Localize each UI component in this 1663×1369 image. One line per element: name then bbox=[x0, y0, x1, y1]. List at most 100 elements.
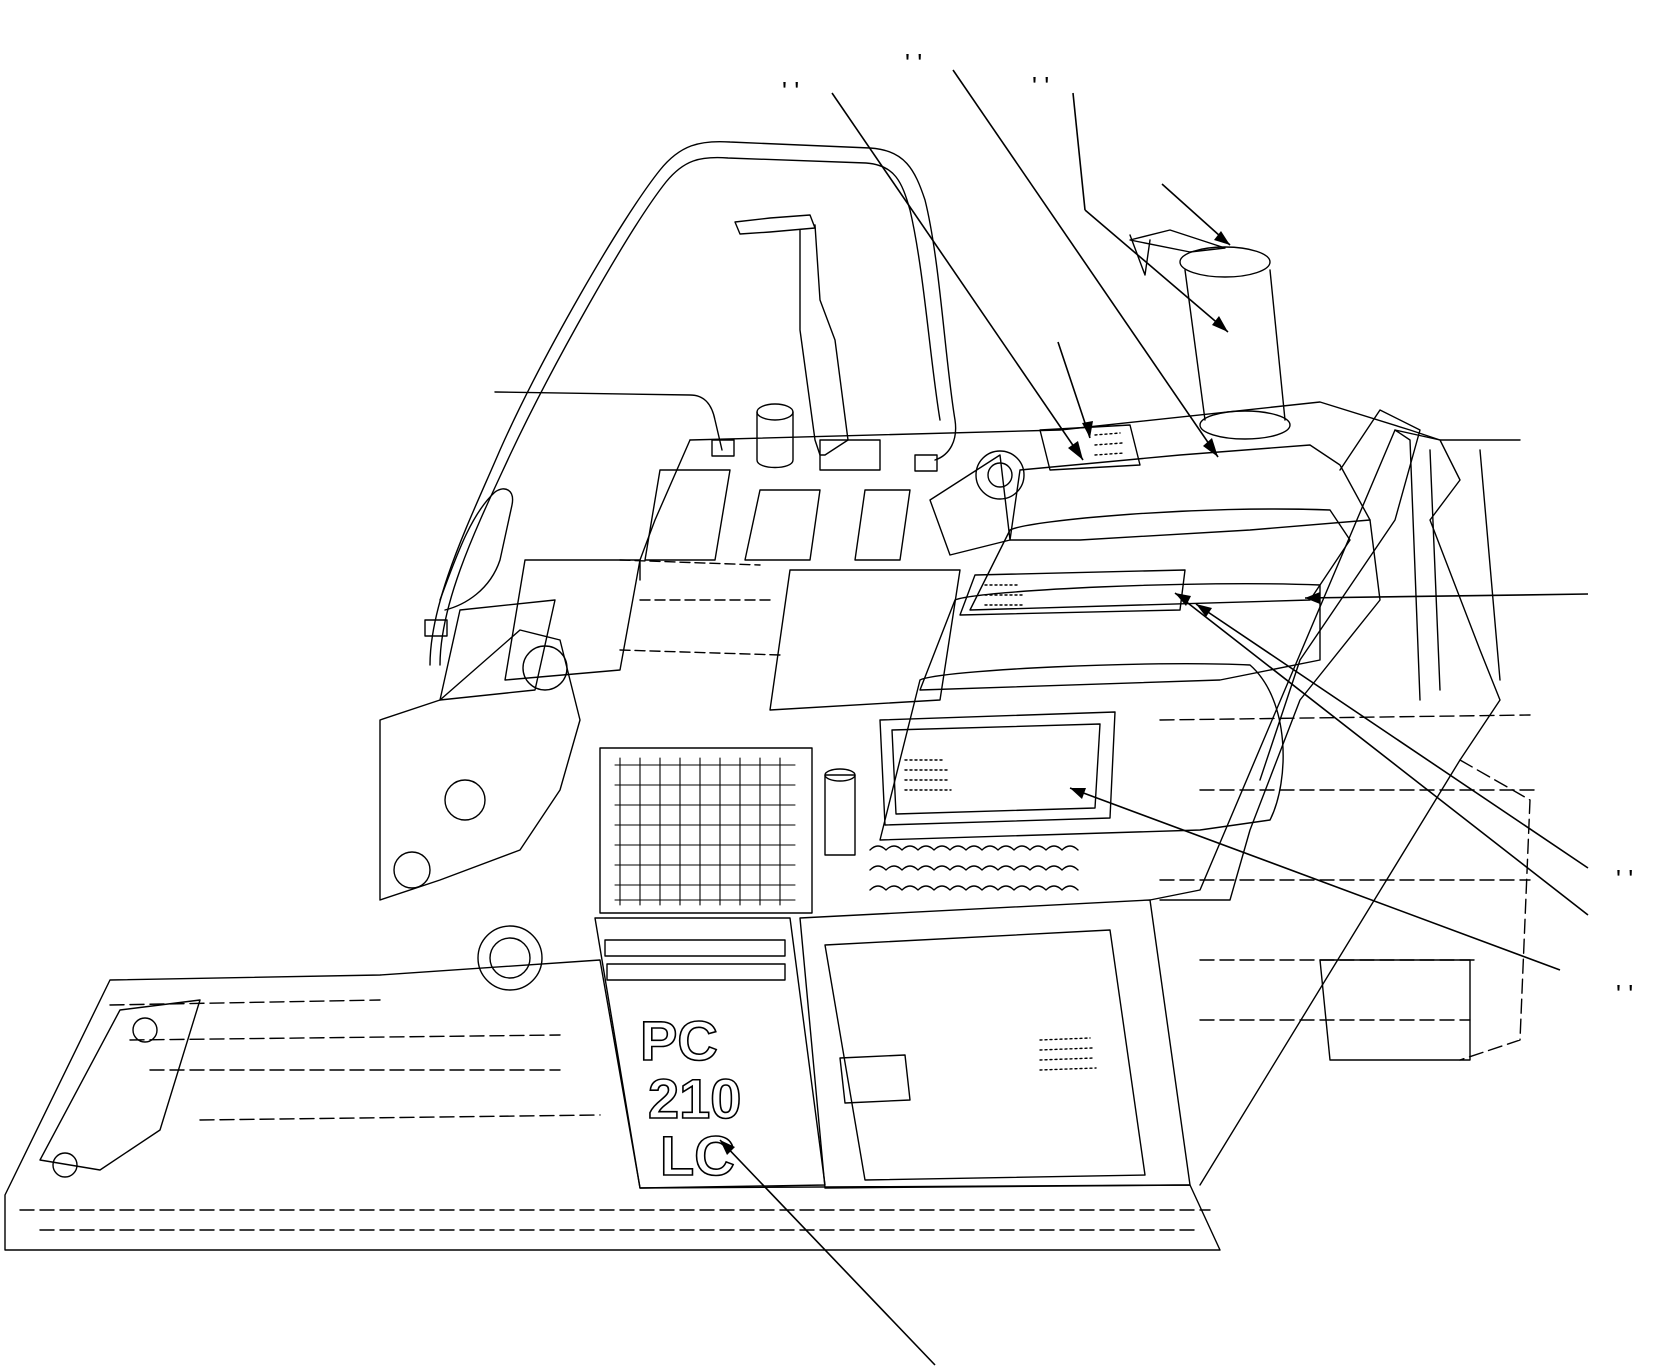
engine-hood-side-inner bbox=[1259, 409, 1421, 781]
deck-plate bbox=[744, 489, 821, 561]
side-panel-vent bbox=[606, 963, 786, 981]
leader-line bbox=[831, 92, 1084, 461]
swing-gear-inner bbox=[489, 937, 531, 979]
leader-line bbox=[1084, 209, 1229, 333]
swing-gear bbox=[477, 925, 543, 991]
boom-pin-boss bbox=[522, 645, 568, 691]
handrail-clamp bbox=[424, 619, 448, 637]
arrowhead bbox=[1175, 593, 1191, 606]
deck-plate bbox=[439, 599, 556, 701]
right-frame-post bbox=[1394, 429, 1501, 701]
arrowhead bbox=[1214, 231, 1230, 245]
hood-access-cover bbox=[1039, 424, 1141, 471]
arrowhead bbox=[1212, 316, 1228, 332]
arrowhead bbox=[1070, 788, 1086, 799]
engine-hood-side bbox=[1159, 519, 1381, 901]
boom-pin-boss bbox=[393, 851, 431, 889]
cooler-fins bbox=[869, 845, 1079, 891]
filler-cap-body bbox=[756, 411, 794, 469]
deck-plate bbox=[504, 559, 641, 681]
fuel-filter-cap bbox=[824, 768, 856, 782]
deck-plate bbox=[644, 469, 731, 561]
deck-plate bbox=[854, 489, 911, 561]
handrail-cross-rail bbox=[494, 391, 723, 451]
hood-access-door bbox=[959, 569, 1186, 616]
boom-foot-bracket bbox=[379, 629, 581, 901]
logo-line-1: PC bbox=[640, 1009, 718, 1072]
arrowhead bbox=[720, 1140, 735, 1155]
swing-motor-cap-inner bbox=[987, 462, 1013, 488]
callout-label: ' ' bbox=[905, 48, 922, 78]
deck-plate bbox=[769, 569, 961, 711]
radiator-grille bbox=[614, 757, 796, 906]
line-art bbox=[4, 140, 1541, 1251]
leader-arrowheads bbox=[720, 231, 1320, 1155]
callout-label: ' ' bbox=[1032, 71, 1049, 101]
leader-line bbox=[719, 1139, 936, 1366]
leader-line bbox=[952, 69, 1219, 458]
arrowhead bbox=[1203, 438, 1218, 457]
callout-label: ' ' bbox=[782, 76, 799, 106]
rear-counterweight bbox=[1319, 959, 1471, 1061]
arrowhead bbox=[1305, 592, 1320, 604]
leader-line bbox=[1304, 593, 1589, 599]
lower-access-panel bbox=[879, 711, 1116, 826]
exhaust-bracket bbox=[1129, 234, 1151, 276]
frame-boss bbox=[52, 1152, 78, 1178]
logo-line-2: 210 bbox=[648, 1067, 741, 1130]
frame-boss bbox=[132, 1017, 158, 1043]
hood-access-door-mesh bbox=[984, 584, 1025, 606]
swing-motor-cap bbox=[975, 450, 1025, 500]
exhaust-pipe-base bbox=[1199, 410, 1291, 440]
leader-line bbox=[1174, 592, 1589, 916]
engine-hood bbox=[1009, 444, 1371, 541]
base-frame bbox=[4, 959, 1221, 1251]
engine-hood-rib bbox=[919, 582, 1321, 691]
step-post bbox=[799, 224, 849, 456]
handrail-lower-loop bbox=[439, 488, 514, 611]
handrail-clamp bbox=[711, 439, 735, 457]
boom-pin-boss bbox=[444, 779, 486, 821]
side-panel-vent bbox=[604, 939, 786, 957]
arrowhead bbox=[1082, 421, 1093, 438]
step-post-base bbox=[819, 439, 881, 471]
model-logo: PC 210 LC bbox=[639, 1008, 742, 1188]
lower-access-mesh bbox=[904, 759, 952, 791]
arrowhead bbox=[1068, 441, 1083, 460]
handrail-inner bbox=[439, 156, 941, 666]
filler-cap-top bbox=[756, 403, 794, 421]
leader-lines bbox=[719, 69, 1589, 1366]
door-mesh bbox=[1039, 1037, 1097, 1071]
fuel-filter bbox=[824, 774, 856, 856]
exhaust-cap bbox=[1179, 246, 1271, 278]
step-bracket bbox=[734, 214, 816, 235]
hood-access-mesh bbox=[1094, 432, 1125, 456]
lower-access-panel-inner bbox=[891, 723, 1101, 815]
swing-motor-flange bbox=[929, 454, 1011, 556]
door-latch bbox=[839, 1054, 911, 1104]
callout-label: ' ' bbox=[1616, 979, 1633, 1009]
leader-line bbox=[1195, 603, 1589, 869]
engine-hood-rib bbox=[969, 508, 1351, 611]
rear-frame-dash bbox=[1159, 714, 1541, 1061]
logo-line-3: LC bbox=[660, 1124, 735, 1187]
leader-line bbox=[1069, 787, 1561, 971]
exhaust-rain-cap bbox=[1129, 229, 1226, 253]
exhaust-pipe bbox=[1184, 269, 1286, 421]
deck-left-edge bbox=[639, 439, 691, 581]
callout-label: ' ' bbox=[1616, 864, 1633, 894]
right-frame bbox=[1149, 429, 1501, 1186]
handrail-clamp bbox=[914, 454, 938, 472]
arrowhead bbox=[1196, 604, 1212, 617]
leader-line bbox=[1057, 341, 1091, 439]
handrail bbox=[429, 140, 957, 666]
radiator-frame bbox=[599, 747, 813, 914]
deck-plate-outline-dash bbox=[619, 559, 781, 656]
engine-hood-rib bbox=[879, 662, 1284, 841]
base-frame-dash bbox=[19, 999, 1211, 1231]
upper-deck-outline bbox=[689, 401, 1521, 441]
engine-side-door-inner bbox=[824, 929, 1146, 1181]
callout-labels: ' ' ' ' ' ' ' ' ' ' bbox=[782, 48, 1633, 1009]
leader-line bbox=[1072, 92, 1086, 211]
